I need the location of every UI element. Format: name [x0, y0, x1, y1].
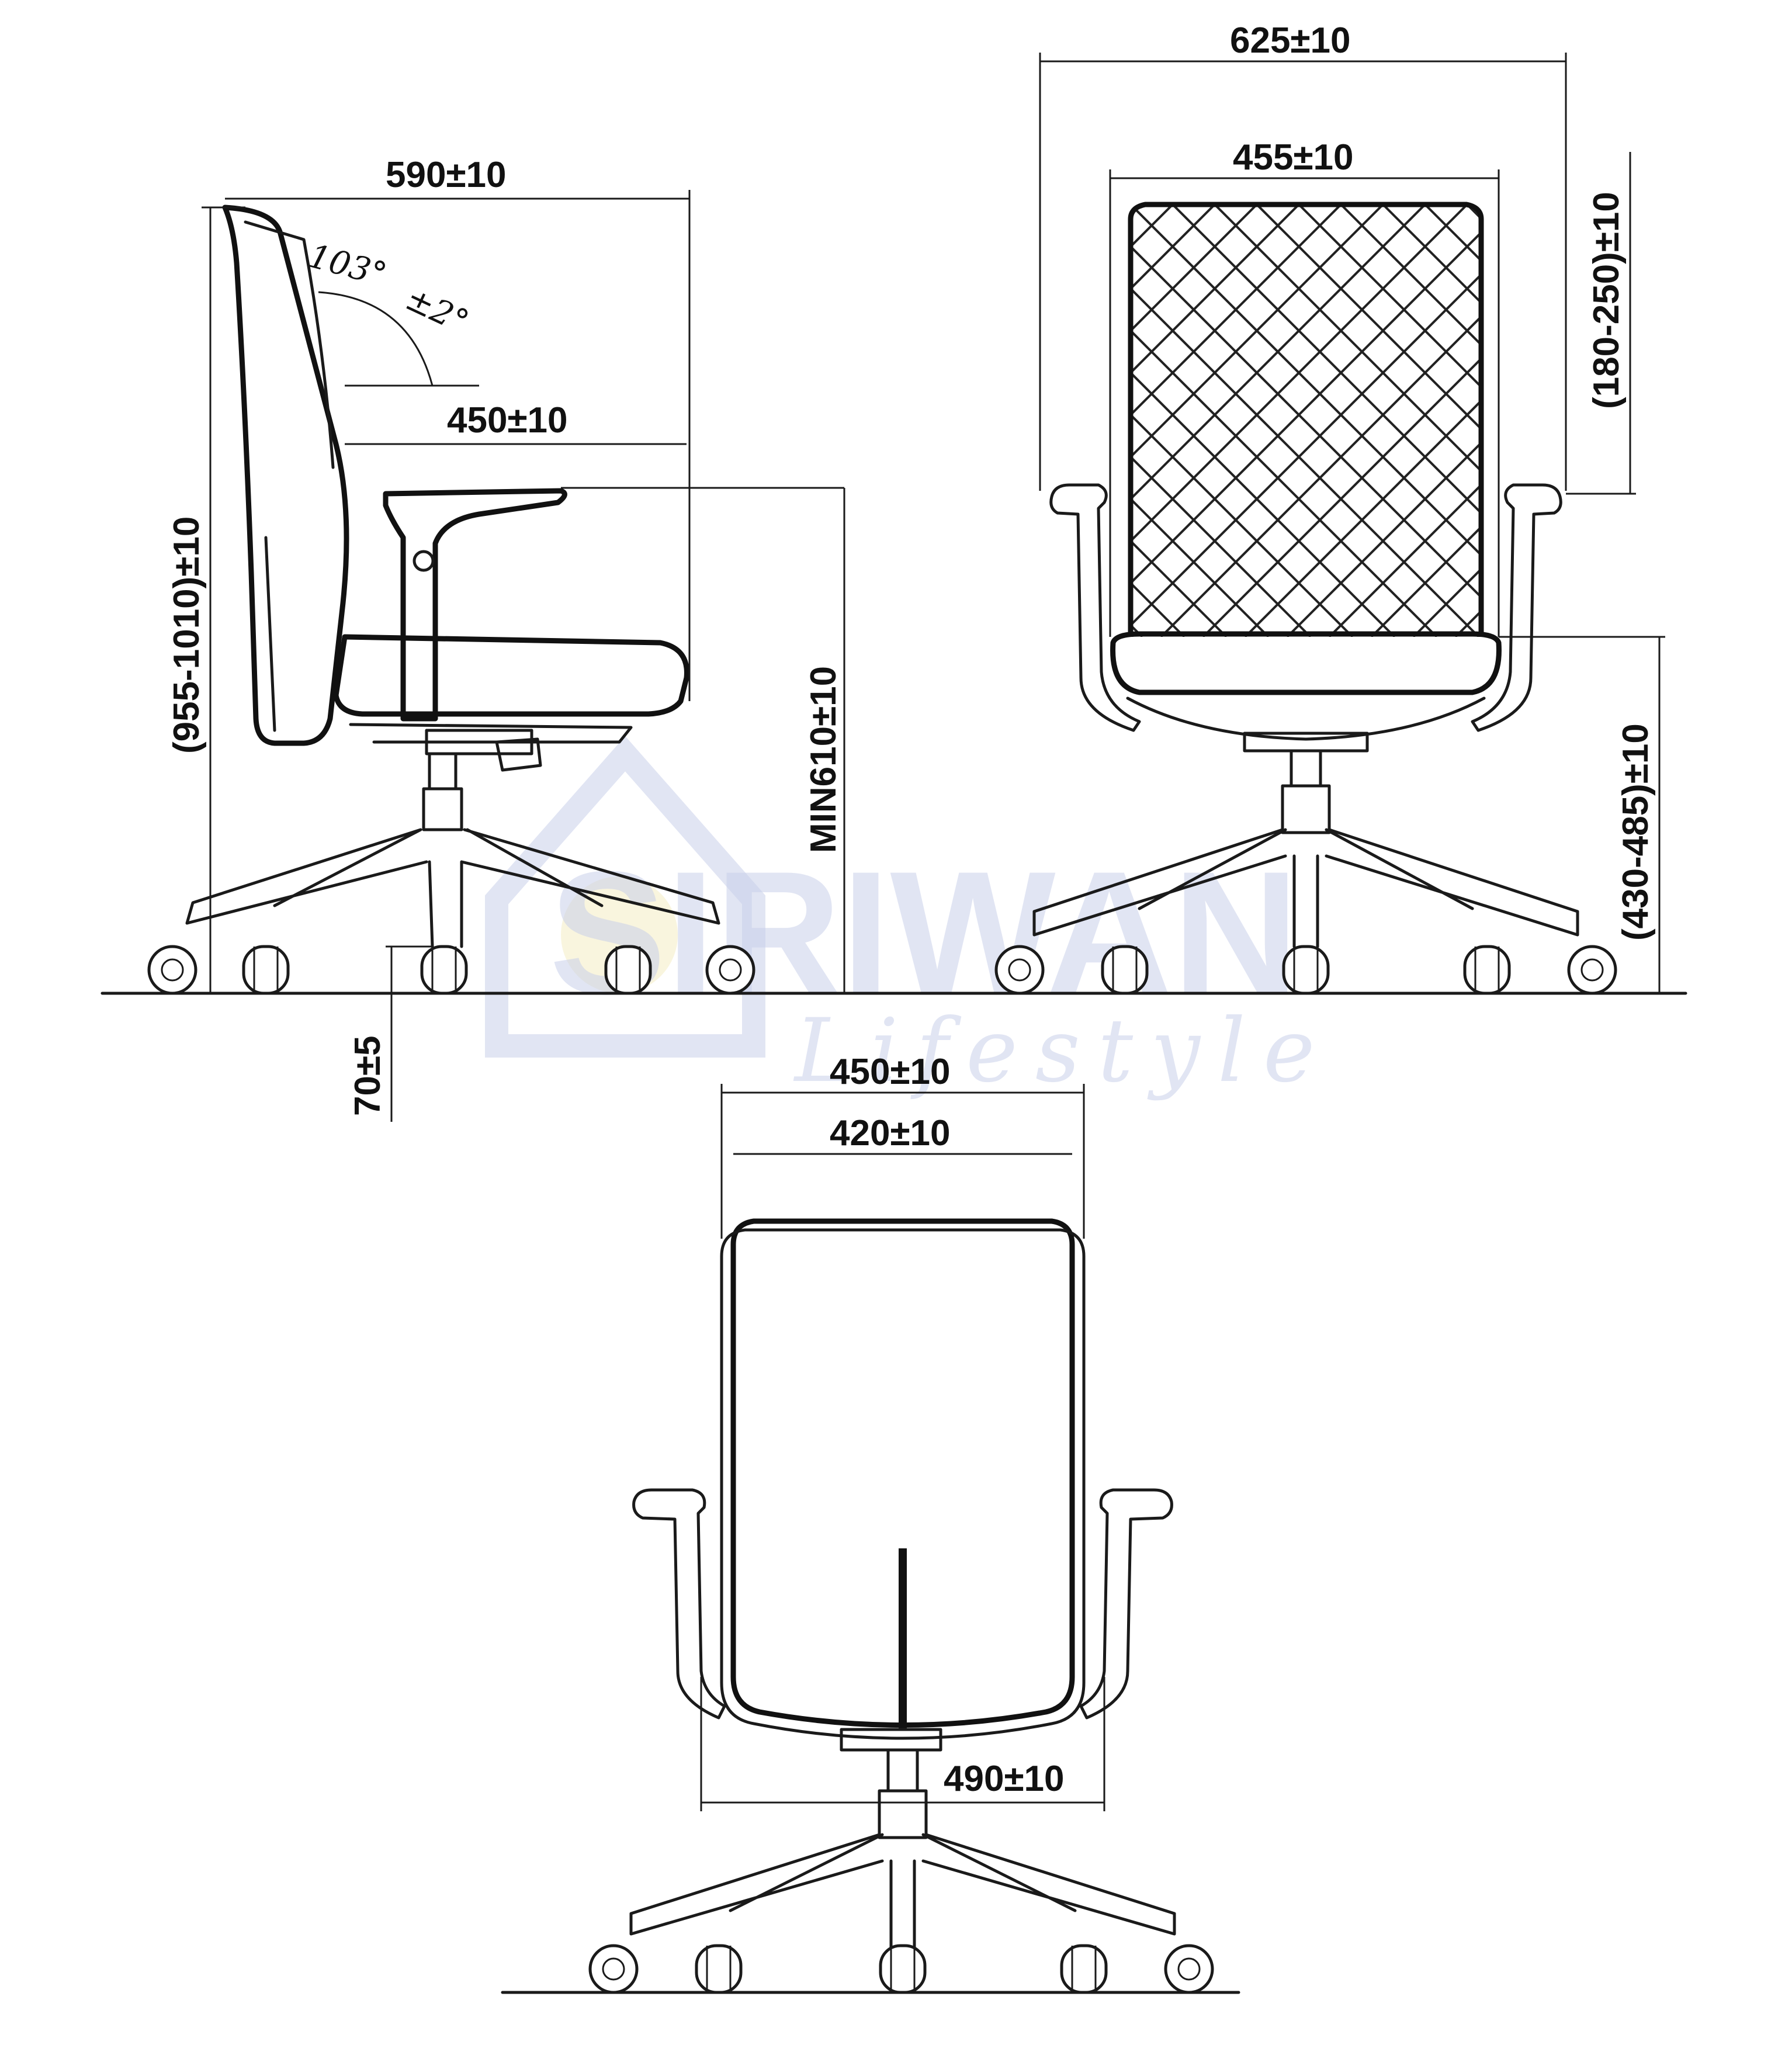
rear-armrest-left [632, 1488, 726, 1720]
mesh-line [1131, 204, 1228, 637]
mesh-line [626, 204, 1058, 637]
mesh-line [1131, 204, 1312, 637]
mesh-line [1131, 204, 1481, 637]
dim-rear-base-width: 490±10 [944, 1759, 1064, 1799]
side-armrest [383, 488, 567, 722]
side-mechanism [425, 729, 533, 755]
side-gas-lift [428, 752, 457, 791]
dim-armrest-height: MIN610±10 [803, 666, 844, 853]
rear-caster-2 [696, 1946, 741, 1992]
watermark-brand: SIRIWAN [549, 834, 1299, 1031]
dim-base-clearance: 70±5 [348, 1036, 388, 1116]
rear-caster-5 [1166, 1946, 1212, 1992]
front-armrest-left [1049, 483, 1141, 732]
side-caster-2 [244, 947, 288, 993]
mesh-line [1677, 204, 1792, 637]
mesh-line [1131, 204, 1481, 637]
mesh-line [362, 204, 794, 637]
mesh-line [1635, 204, 1792, 637]
mesh-line [1131, 204, 1216, 637]
mesh-line [668, 204, 1100, 637]
dim-rear-inner-width: 420±10 [830, 1113, 950, 1153]
mesh-line [1131, 204, 1480, 637]
watermark-tagline: Lifestyle [793, 1000, 1333, 1102]
mesh-line [1328, 204, 1481, 637]
rear-armrest-right [1079, 1488, 1173, 1720]
mesh-line [1214, 204, 1481, 637]
mesh-line [1131, 204, 1174, 637]
front-caster-3 [1284, 947, 1328, 993]
dim-overall-width: 625±10 [1230, 20, 1350, 61]
mesh-line [572, 204, 1004, 637]
front-view: 625±10 455±10 (180-250)±10 (430-485)±10 [193, 20, 1792, 993]
front-caster-2 [1103, 947, 1147, 993]
mesh-line [1131, 204, 1384, 637]
mesh-line [1131, 204, 1396, 637]
rear-backrest [730, 1218, 1075, 1728]
mesh-line [530, 204, 962, 637]
front-caster-4 [1465, 947, 1509, 993]
mesh-line [1131, 204, 1354, 637]
front-caster-5 [1569, 947, 1616, 993]
side-backrest [222, 204, 349, 746]
mesh-line [1286, 204, 1481, 637]
mesh-line [1256, 204, 1481, 637]
mesh-line [1131, 204, 1132, 637]
mesh-line [1202, 204, 1481, 637]
dim-recline-angle: 103° [304, 237, 390, 294]
side-base [185, 828, 720, 948]
mesh-line [1298, 204, 1481, 637]
dim-backrest-height: (180-250)±10 [1586, 192, 1627, 409]
dim-backrest-width: 455±10 [1233, 137, 1353, 178]
side-caster-4 [606, 947, 650, 993]
mesh-line [1160, 204, 1481, 637]
watermark: SIRIWAN Lifestyle [485, 736, 1333, 1102]
mesh-line [1131, 204, 1481, 637]
rear-caster-4 [1062, 1946, 1106, 1992]
front-backrest-mesh [362, 204, 1792, 637]
mesh-line [1498, 204, 1792, 637]
mesh-line [1370, 204, 1481, 637]
front-seat [1110, 631, 1502, 695]
front-caster-1 [996, 947, 1043, 993]
side-view: 590±10 103° ±2° 450±10 (955-1010)±10 MIN… [100, 155, 1687, 1122]
rear-view: 450±10 420±10 490±10 [501, 1052, 1240, 1994]
mesh-line [656, 204, 1089, 637]
dim-rear-seat-width: 450±10 [830, 1052, 950, 1092]
mesh-line [1131, 204, 1186, 637]
mesh-line [1244, 204, 1481, 637]
mesh-line [1131, 204, 1468, 637]
side-caster-5 [707, 947, 754, 993]
mesh-line [1131, 204, 1143, 637]
mesh-line [1131, 204, 1481, 637]
front-armrest-right [1471, 483, 1562, 732]
mesh-line [1131, 204, 1300, 637]
mesh-line [1131, 204, 1258, 637]
front-base [1032, 828, 1579, 948]
mesh-line [1762, 204, 1792, 637]
side-caster-3 [422, 947, 466, 993]
mesh-line [614, 204, 1046, 637]
mesh-line [1131, 204, 1270, 637]
dim-seat-height: (430-485)±10 [1616, 723, 1656, 941]
rear-caster-1 [590, 1946, 637, 1992]
side-seat [333, 634, 689, 717]
front-backrest-frame [1128, 202, 1484, 637]
mesh-line [1382, 204, 1481, 637]
dim-overall-height: (955-1010)±10 [167, 517, 207, 754]
rear-base [629, 1833, 1176, 1950]
side-caster-1 [149, 947, 196, 993]
dim-overall-depth: 590±10 [386, 155, 506, 195]
dim-seat-depth: 450±10 [447, 400, 567, 441]
dim-recline-tolerance: ±2° [400, 280, 474, 342]
mesh-line [1720, 204, 1792, 637]
rear-caster-3 [881, 1946, 925, 1992]
mesh-line [1509, 204, 1792, 637]
mesh-line [1131, 204, 1342, 637]
mesh-line [1171, 204, 1481, 637]
mesh-line [1340, 204, 1481, 637]
mesh-line [1131, 204, 1438, 637]
mesh-line [1131, 204, 1426, 637]
